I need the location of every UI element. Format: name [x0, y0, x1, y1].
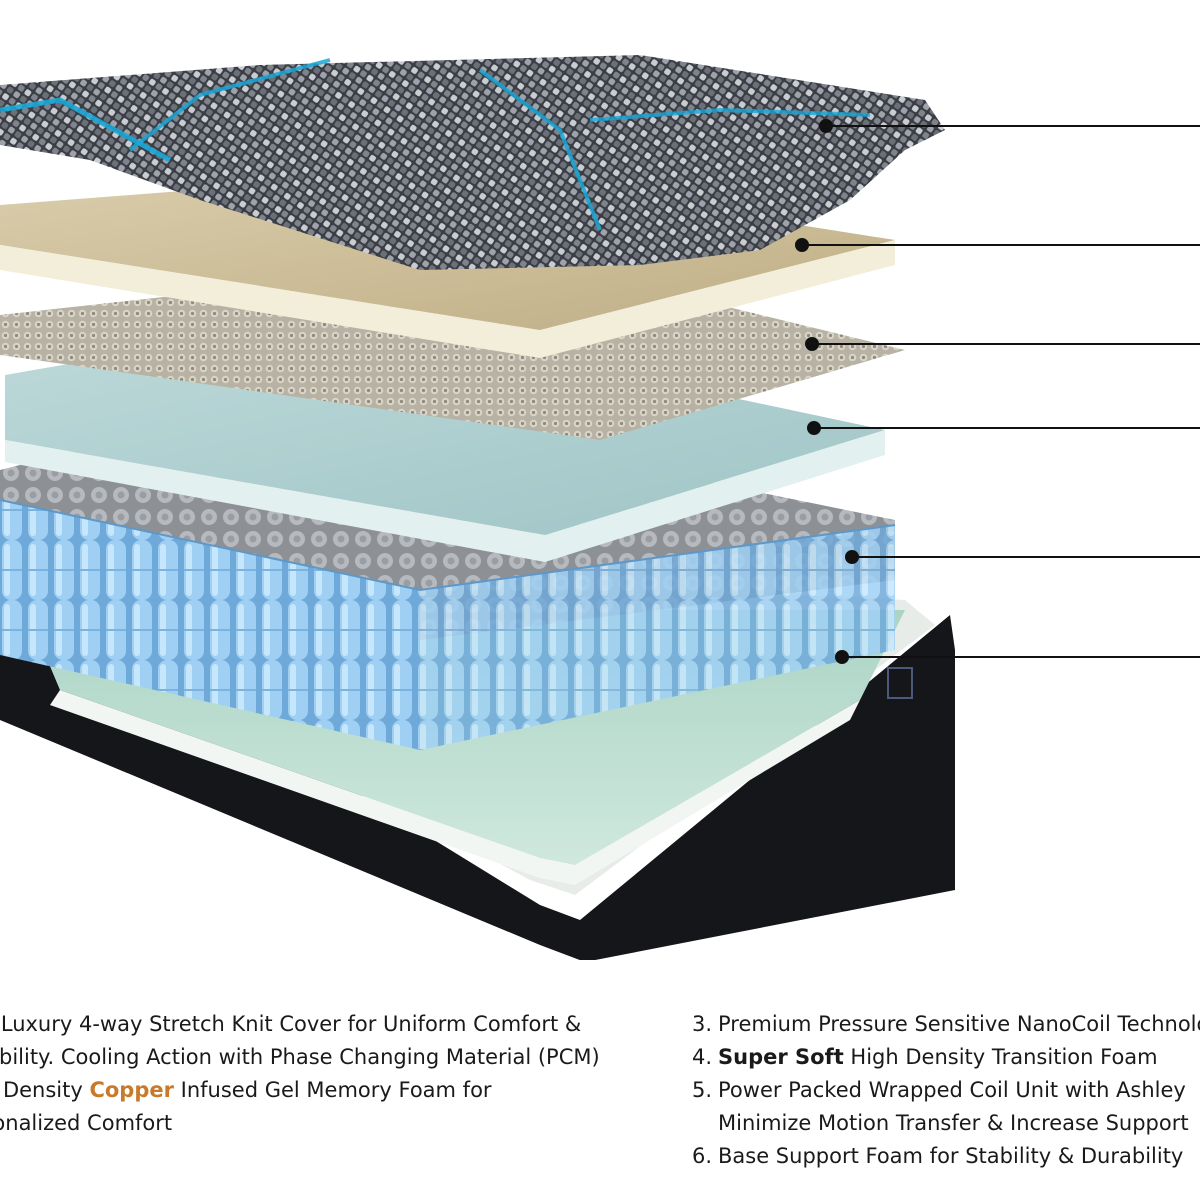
- caption-5: 5.Power Packed Wrapped Coil Unit with As…: [692, 1078, 1186, 1102]
- captions-left-column: 1.Cool Luxury 4-way Stretch Knit Cover f…: [0, 1008, 600, 1140]
- captions-right-column: 3.Premium Pressure Sensitive NanoCoil Te…: [692, 1008, 1200, 1173]
- caption-2-continued: Personalized Comfort: [0, 1111, 173, 1135]
- caption-5-continued: Minimize Motion Transfer & Increase Supp…: [718, 1111, 1189, 1135]
- caption-1-continued: Durability. Cooling Action with Phase Ch…: [0, 1045, 600, 1069]
- super-soft-highlight: Super Soft: [718, 1045, 844, 1069]
- knit-cover-layer: [0, 55, 945, 270]
- caption-1: 1.Cool Luxury 4-way Stretch Knit Cover f…: [0, 1012, 582, 1036]
- leader-lines: [795, 119, 1200, 664]
- caption-3: 3.Premium Pressure Sensitive NanoCoil Te…: [692, 1012, 1200, 1036]
- mattress-layers-illustration: [0, 55, 1200, 960]
- layer-captions: 1.Cool Luxury 4-way Stretch Knit Cover f…: [0, 1008, 1200, 1200]
- caption-4: 4.Super Soft High Density Transition Foa…: [692, 1045, 1158, 1069]
- caption-6: 6.Base Support Foam for Stability & Dura…: [692, 1144, 1184, 1168]
- copper-highlight: Copper: [89, 1078, 174, 1102]
- caption-2: 2.High Density Copper Infused Gel Memory…: [0, 1078, 492, 1102]
